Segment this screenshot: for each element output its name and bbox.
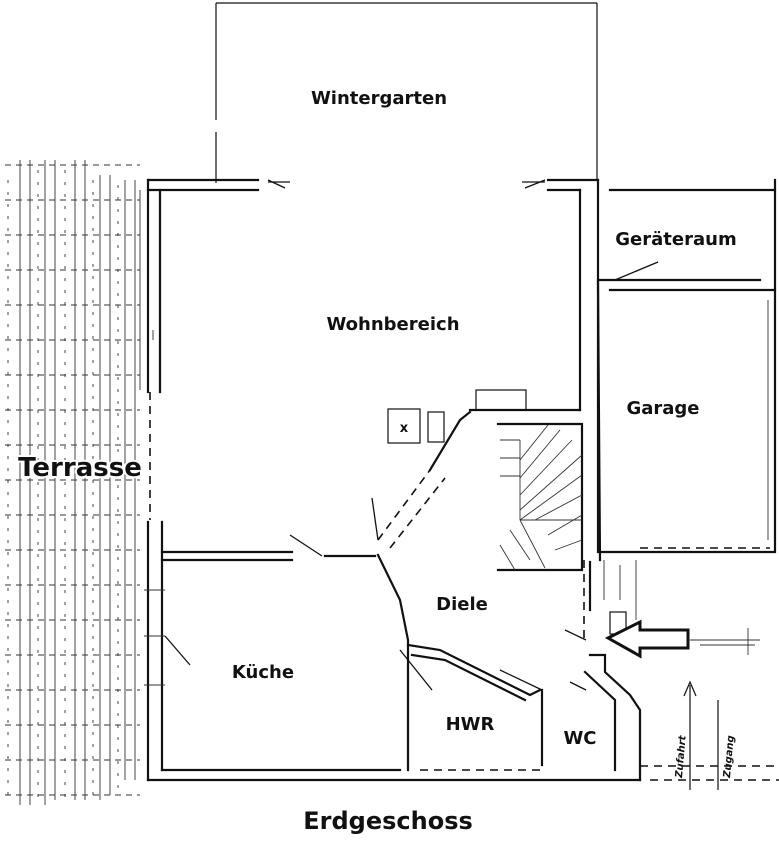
room-label-hwr: HWR bbox=[446, 714, 495, 735]
window-marks bbox=[139, 190, 191, 686]
interior-walls bbox=[160, 410, 642, 782]
garage-block bbox=[596, 178, 777, 562]
stove-symbol: x bbox=[387, 389, 527, 444]
outer-walls bbox=[146, 178, 642, 782]
zufahrt-label: Zufahrt bbox=[674, 734, 689, 779]
room-label-diele: Diele bbox=[436, 594, 488, 615]
zugang-label: Zugang bbox=[722, 735, 737, 779]
stove-mark: x bbox=[400, 421, 409, 436]
floor-title: Erdgeschoss bbox=[303, 807, 473, 835]
room-label-wohnbereich: Wohnbereich bbox=[326, 314, 459, 335]
wintergarten-outline bbox=[215, 2, 598, 189]
room-label-terrasse: Terrasse bbox=[18, 453, 142, 483]
staircase bbox=[496, 422, 584, 572]
room-label-garage: Garage bbox=[626, 398, 699, 419]
room-labels: Wintergarten Wohnbereich Geräteraum Gara… bbox=[16, 88, 737, 749]
entrance-arrow-icon bbox=[604, 619, 760, 659]
room-label-wc: WC bbox=[563, 728, 596, 749]
room-label-wintergarten: Wintergarten bbox=[311, 88, 447, 109]
room-label-kueche: Küche bbox=[232, 662, 294, 683]
room-label-geraeteraum: Geräteraum bbox=[615, 229, 736, 250]
terrace-paving bbox=[5, 160, 140, 805]
access-arrows: Zufahrt Zugang bbox=[640, 680, 779, 790]
